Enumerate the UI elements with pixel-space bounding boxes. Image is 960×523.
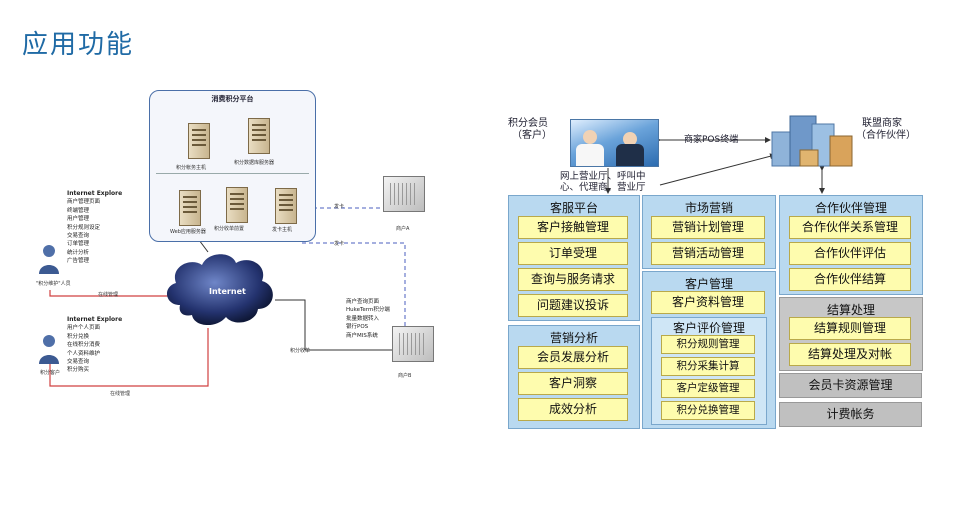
merchant-b-icon	[392, 326, 434, 362]
customer-menu: Internet Explore 用户个人页面 积分兑换 在线积分消费 个人资料…	[67, 316, 122, 375]
database-server-icon	[248, 118, 270, 154]
eval-item: 积分兑换管理	[661, 401, 755, 420]
admin-person-icon	[39, 245, 59, 274]
partner-item: 合作伙伴关系管理	[789, 216, 911, 239]
merchant-b-menu-item: 商户MIS系统	[346, 332, 378, 339]
merchant-b-menu-item: HukeTerm积分端	[346, 307, 390, 314]
customer-eval-title: 客户评价管理	[672, 321, 745, 335]
customer-menu-item: 个人资料维护	[67, 350, 101, 357]
eval-item: 积分采集计算	[661, 357, 755, 376]
settlement-title: 结算处理	[826, 303, 875, 317]
member-label-1: 积分会员	[508, 118, 548, 129]
card-resource-bar: 会员卡资源管理	[779, 373, 922, 398]
channel-label-2: 心、代理商、营业厅	[560, 182, 646, 193]
merchant-b-menu-item: 批量数据转入	[346, 315, 380, 322]
analysis-item: 客户洞察	[518, 372, 628, 395]
customer-menu-item: 积分购买	[67, 367, 90, 374]
frontend-server-icon	[226, 187, 248, 223]
admin-person-label: "积分维护"人员	[36, 281, 71, 287]
merchant-a-label: 商户A	[396, 226, 410, 232]
account-server-label: 积分帐务主机	[176, 165, 207, 171]
card-server-icon	[275, 188, 297, 224]
send-card-label-2: 发卡	[334, 241, 345, 247]
customer-menu-item: 积分兑换	[67, 333, 90, 340]
web-server-label: Web应用服务器	[170, 229, 206, 235]
partner-mgmt-title: 合作伙伴管理	[814, 201, 887, 215]
partner-item: 合作伙伴评估	[789, 242, 911, 265]
platform-title: 消费积分平台	[211, 95, 254, 103]
customer-mgmt-title: 客户管理	[684, 277, 733, 291]
settlement-item: 结算规则管理	[789, 317, 911, 340]
marketing-item: 营销活动管理	[651, 242, 765, 265]
partner-label-2: （合作伙伴）	[856, 130, 916, 141]
analysis-item: 成效分析	[518, 398, 628, 421]
analysis-item: 会员发展分析	[518, 346, 628, 369]
partner-item: 合作伙伴结算	[789, 268, 911, 291]
online-mgmt-label-1: 在线管理	[98, 292, 119, 298]
customer-menu-head: Internet Explore	[67, 316, 123, 323]
account-server-icon	[188, 123, 210, 159]
frontend-server-label: 积分收单前置	[214, 226, 245, 232]
eval-item: 积分规则管理	[661, 335, 755, 354]
admin-menu-item: 终端管理	[67, 207, 90, 214]
marketing-item: 营销计划管理	[651, 216, 765, 239]
merchant-b-menu-item: 商户查询页面	[346, 299, 380, 305]
page-title: 应用功能	[22, 30, 135, 60]
eval-item: 客户定级管理	[661, 379, 755, 398]
merchant-b-label: 商户B	[398, 373, 412, 379]
admin-link-line	[49, 290, 180, 297]
customer-person-label: 积分客户	[40, 370, 61, 376]
customer-menu-item: 用户个人页面	[67, 325, 101, 332]
market-marketing-title: 市场营销	[684, 201, 733, 215]
admin-menu-item: 用户管理	[67, 216, 90, 223]
internet-cloud-icon	[166, 254, 273, 326]
service-platform-title: 客服平台	[549, 201, 598, 215]
customer-menu-item: 在线积分消费	[67, 342, 101, 349]
pos-line-label: 商家POS终端	[684, 135, 739, 145]
billing-bar: 计费帐务	[779, 402, 922, 427]
network-diagram: 消费积分平台 积分帐务主机 积分数据库服务器 Web应用服务器 积分收单前置 发…	[36, 90, 434, 397]
online-mgmt-label-2: 在线管理	[110, 391, 131, 397]
card-server-label: 发卡主机	[272, 227, 293, 233]
send-card-label-1: 发卡	[334, 204, 345, 210]
channel-partner-line	[659, 153, 776, 186]
web-server-icon	[179, 190, 201, 226]
admin-menu-item: 订单管理	[67, 241, 90, 248]
customer-data-item: 客户资料管理	[651, 291, 765, 314]
member-label-2: （客户）	[512, 130, 552, 141]
partner-buildings-icon	[771, 115, 853, 167]
settlement-item: 结算处理及对帐	[789, 343, 911, 366]
admin-menu-item: 商户管理页面	[67, 199, 101, 206]
service-item: 查询与服务请求	[518, 268, 628, 291]
member-photo-icon	[570, 119, 659, 167]
admin-menu-item: 统计分析	[67, 249, 90, 256]
send-card-line-b	[292, 217, 406, 335]
service-item: 问题建议投诉	[518, 294, 628, 317]
internet-label: Internet	[209, 287, 246, 296]
customer-person-icon	[39, 335, 59, 364]
database-server-label: 积分数据库服务器	[234, 160, 275, 166]
partner-label-1: 联盟商家	[862, 118, 902, 129]
platform-divider	[156, 173, 309, 174]
customer-menu-item: 交易查询	[67, 359, 90, 366]
customer-link-line	[49, 328, 209, 387]
admin-menu-head: Internet Explore	[67, 190, 123, 197]
admin-menu-item: 广告管理	[67, 258, 90, 265]
merchant-b-menu-item: 银行POS	[346, 324, 369, 331]
admin-menu: Internet Explore 商户管理页面 终端管理 用户管理 积分规则设定…	[67, 190, 122, 266]
merchant-a-icon	[383, 176, 425, 212]
points-collect-label: 积分收单	[290, 348, 311, 354]
channel-label-1: 网上营业厅、呼叫中	[560, 171, 646, 182]
admin-menu-item: 积分规则设定	[67, 224, 101, 231]
service-item: 订单受理	[518, 242, 628, 265]
admin-menu-item: 交易查询	[67, 233, 90, 240]
merchant-b-menu: 商户查询页面 HukeTerm积分端 批量数据转入 银行POS 商户MIS系统	[346, 298, 390, 340]
marketing-analysis-title: 营销分析	[549, 331, 598, 345]
cloud-merchant-b-line	[275, 299, 392, 351]
service-item: 客户接触管理	[518, 216, 628, 239]
